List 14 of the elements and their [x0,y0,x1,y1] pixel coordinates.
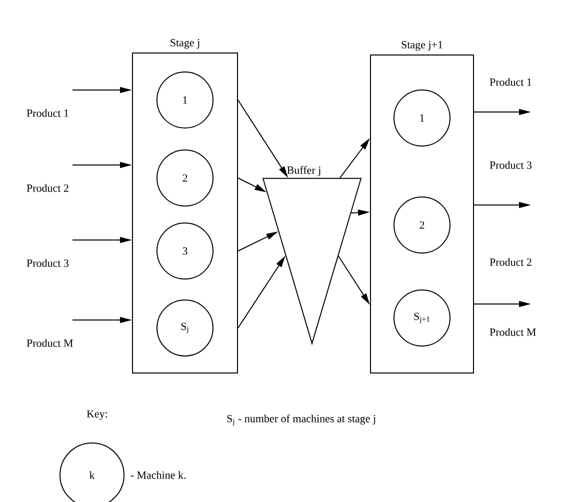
edge-label: Product 1 [26,108,70,118]
node-label: Stage j [170,39,200,49]
key-heading: Key: [86,410,107,420]
key-description: S$_{j}$ - number of machines at stage j [227,414,376,426]
edge-label: Product 2 [26,183,70,193]
node-label: Buffer j [287,166,320,176]
node-label: Stage j+1 [402,41,442,51]
edge-label: Product 3 [26,258,70,268]
product-label: Product 1 [490,78,532,86]
edge-label: Product M [26,338,74,348]
key-description: - Machine k. [130,471,186,479]
product-label: Product 2 [490,258,532,266]
product-label: Product 3 [490,161,532,169]
product-label: Product M [490,328,536,336]
